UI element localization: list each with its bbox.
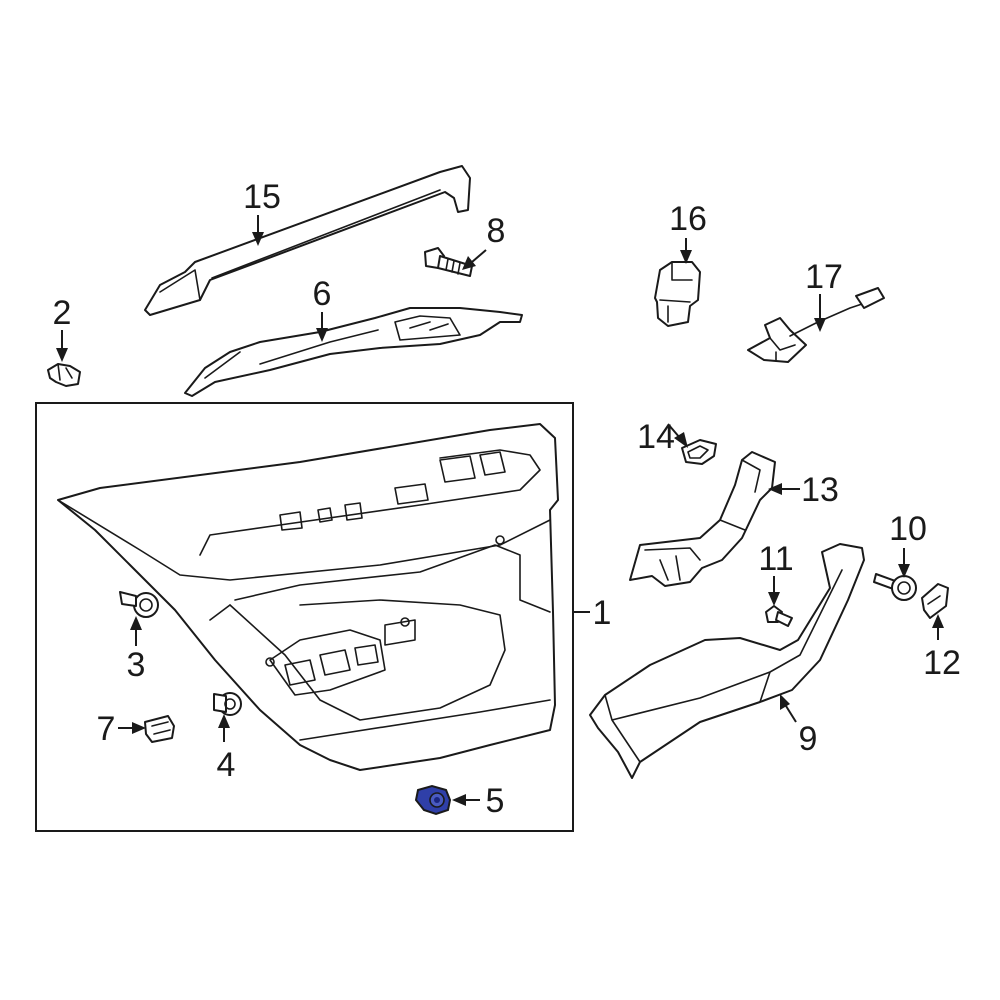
callout-5: 5 <box>486 782 505 820</box>
leader-lines <box>56 215 944 806</box>
callout-3: 3 <box>127 646 146 684</box>
callout-1: 1 <box>593 594 612 632</box>
callout-17: 17 <box>805 258 843 296</box>
callout-12: 12 <box>923 644 961 682</box>
part-6-sill-trim[interactable] <box>184 307 523 397</box>
part-10-screw-washer[interactable] <box>873 573 917 601</box>
callout-4: 4 <box>217 746 236 784</box>
callout-6: 6 <box>313 275 332 313</box>
callout-13: 13 <box>801 471 839 509</box>
part-9-armrest[interactable] <box>589 543 865 779</box>
callout-9: 9 <box>799 720 818 758</box>
part-12-clip[interactable] <box>921 583 949 619</box>
callout-14: 14 <box>637 418 675 456</box>
part-13-armrest-bracket[interactable] <box>629 451 776 587</box>
part-5-fastener-highlighted[interactable] <box>414 784 452 816</box>
callout-15: 15 <box>243 178 281 216</box>
part-11-screw[interactable] <box>765 605 793 627</box>
part-16-switch[interactable] <box>654 261 701 327</box>
part-8-screw[interactable] <box>424 247 473 277</box>
callout-2: 2 <box>53 294 72 332</box>
callout-16: 16 <box>669 200 707 238</box>
part-1-door-panel[interactable] <box>57 423 559 771</box>
callout-labels: 15 8 6 2 16 17 14 13 11 10 12 1 3 4 7 5 … <box>53 178 961 820</box>
part-2-clip[interactable] <box>47 363 81 387</box>
assembly-frame <box>35 402 574 832</box>
part-14-bezel[interactable] <box>681 439 717 465</box>
part-7-clip[interactable] <box>144 715 175 743</box>
part-15-upper-trim-strip[interactable] <box>144 165 471 316</box>
part-3-fastener[interactable] <box>119 591 159 618</box>
callout-10: 10 <box>889 510 927 548</box>
part-4-fastener[interactable] <box>213 692 242 716</box>
callout-8: 8 <box>487 212 506 250</box>
part-17-bracket-harness[interactable] <box>747 287 885 363</box>
callout-11: 11 <box>758 540 793 578</box>
callout-7: 7 <box>97 710 116 748</box>
